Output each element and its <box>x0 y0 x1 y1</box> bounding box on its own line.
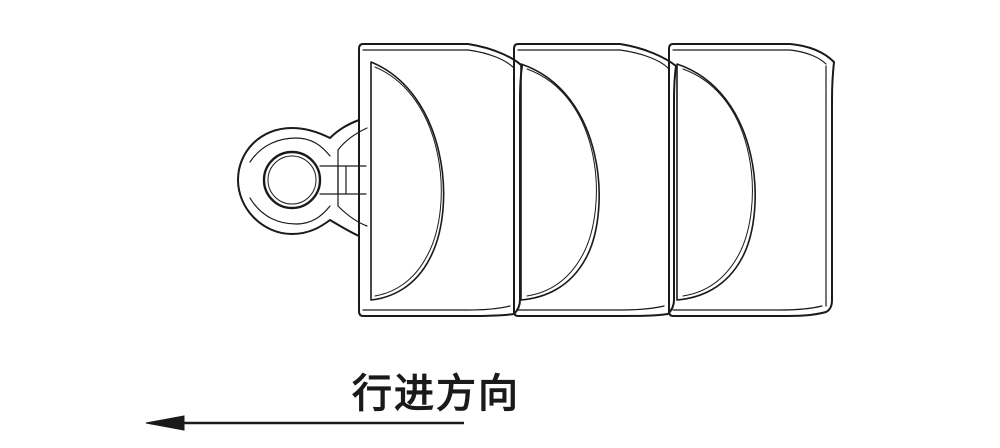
link-3-outer <box>668 43 835 317</box>
link-3-top-bevel <box>672 49 827 65</box>
link-1-inner-plate <box>370 61 445 301</box>
link-1-outer <box>358 43 523 317</box>
direction-label: 行进方向 <box>352 371 520 417</box>
hinge-pin-hole <box>262 150 322 210</box>
link-2-outer <box>513 43 677 317</box>
hinge-lug-inner <box>337 127 368 227</box>
link-1-top-bevel <box>362 49 515 69</box>
chain-link-1 <box>237 43 523 317</box>
link-1-inner-plate-edge <box>374 66 442 297</box>
hinge-lug-outer <box>237 119 360 237</box>
direction-arrow <box>145 415 464 431</box>
hinge-lug-shoulder <box>249 137 331 225</box>
link-2-bottom-bevel <box>517 305 665 311</box>
link-2-top-bevel <box>517 49 669 69</box>
chain-link-3 <box>668 43 835 317</box>
hinge-pin-hole-inner <box>267 155 317 205</box>
chain-link-2 <box>513 43 677 317</box>
link-2-inner-plate <box>520 63 600 301</box>
hinge-lug-neck <box>319 165 367 195</box>
chain-links <box>237 43 835 317</box>
link-3-inner-plate <box>676 63 756 301</box>
link-3-bottom-bevel <box>672 305 823 311</box>
arrow-left-icon <box>145 415 185 431</box>
link-2-inner-plate-edge <box>526 68 597 297</box>
link-3-inner-plate-edge <box>682 68 753 297</box>
link-1-bottom-bevel <box>362 305 511 311</box>
